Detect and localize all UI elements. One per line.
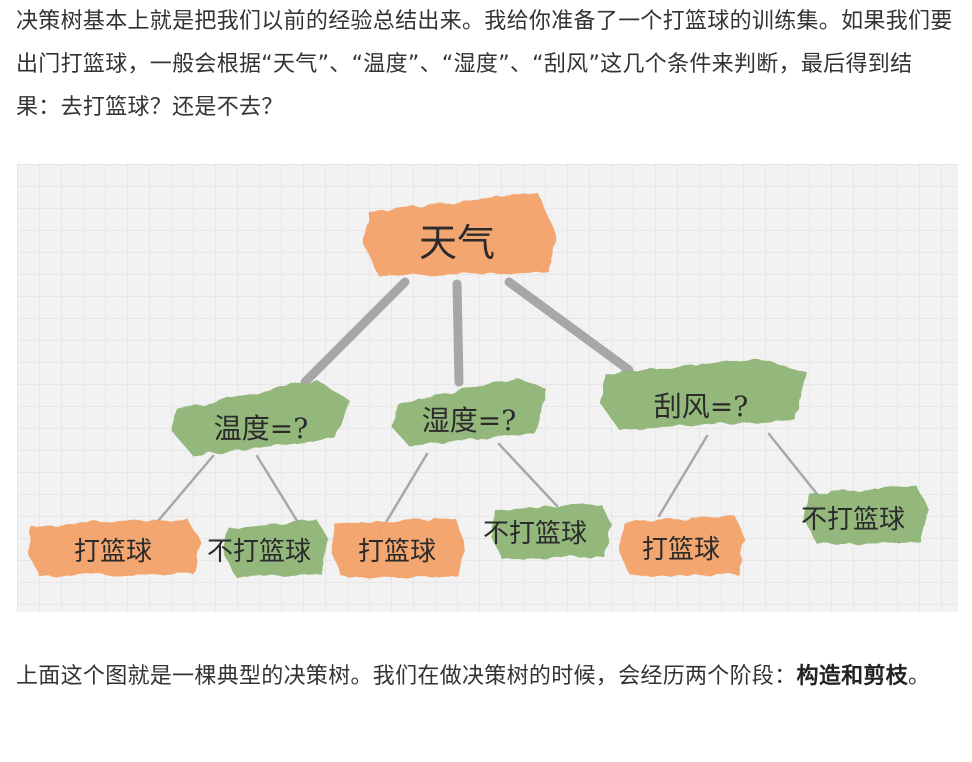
leaf-wind-play: 打篮球 xyxy=(619,516,745,576)
connector-wind-right xyxy=(767,432,819,496)
leaf-label-humidity-noplay: 不打篮球 xyxy=(483,519,587,549)
leaf-label-humidity-play: 打篮球 xyxy=(358,537,436,567)
leaf-label-temperature-play: 打篮球 xyxy=(74,537,152,567)
decision-tree-figure: 天气 温度=? 湿度=? 刮风=? 打篮球 不打篮球 打篮球 不打篮球 打篮球 … xyxy=(17,164,958,612)
connector-wind-left xyxy=(657,434,709,518)
leaf-humidity-play: 打篮球 xyxy=(331,518,465,578)
outro-text: 上面这个图就是一棵典型的决策树。我们在做决策树的时候，会经历两个阶段： xyxy=(16,664,797,689)
decision-tree-diagram: 天气 温度=? 湿度=? 刮风=? 打篮球 不打篮球 打篮球 不打篮球 打篮球 … xyxy=(17,164,958,612)
leaf-temperature-noplay: 不打篮球 xyxy=(207,520,329,578)
branch-label-wind: 刮风=? xyxy=(654,390,748,423)
leaf-temperature-play: 打篮球 xyxy=(27,518,201,576)
branch-node-humidity: 湿度=? xyxy=(391,378,547,446)
root-label: 天气 xyxy=(419,221,495,265)
connector-humidity-left xyxy=(377,452,429,536)
outro-bold-phrase: 构造和剪枝 xyxy=(796,664,909,689)
leaf-label-wind-noplay: 不打篮球 xyxy=(801,505,905,535)
connector-root-temperature xyxy=(300,277,410,387)
branch-node-temperature: 温度=? xyxy=(171,380,349,456)
connector-humidity-right xyxy=(497,442,559,508)
outro-paragraph: 上面这个图就是一棵典型的决策树。我们在做决策树的时候，会经历两个阶段：构造和剪枝… xyxy=(16,655,956,698)
leaf-humidity-noplay: 不打篮球 xyxy=(483,504,611,560)
leaf-label-temperature-noplay: 不打篮球 xyxy=(207,537,311,567)
root-node: 天气 xyxy=(363,192,557,276)
branch-label-humidity: 湿度=? xyxy=(422,404,516,437)
intro-paragraph: 决策树基本上就是把我们以前的经验总结出来。我给你准备了一个打篮球的训练集。如果我… xyxy=(16,9,953,120)
branch-label-temperature: 温度=? xyxy=(214,412,308,445)
connector-root-humidity xyxy=(452,279,464,387)
outro-end: 。 xyxy=(908,664,931,689)
leaf-label-wind-play: 打篮球 xyxy=(642,535,720,565)
connector-temperature-right xyxy=(255,454,301,526)
connector-root-wind xyxy=(504,277,634,375)
leaf-wind-noplay: 不打篮球 xyxy=(801,486,929,544)
branch-node-wind: 刮风=? xyxy=(601,358,807,430)
